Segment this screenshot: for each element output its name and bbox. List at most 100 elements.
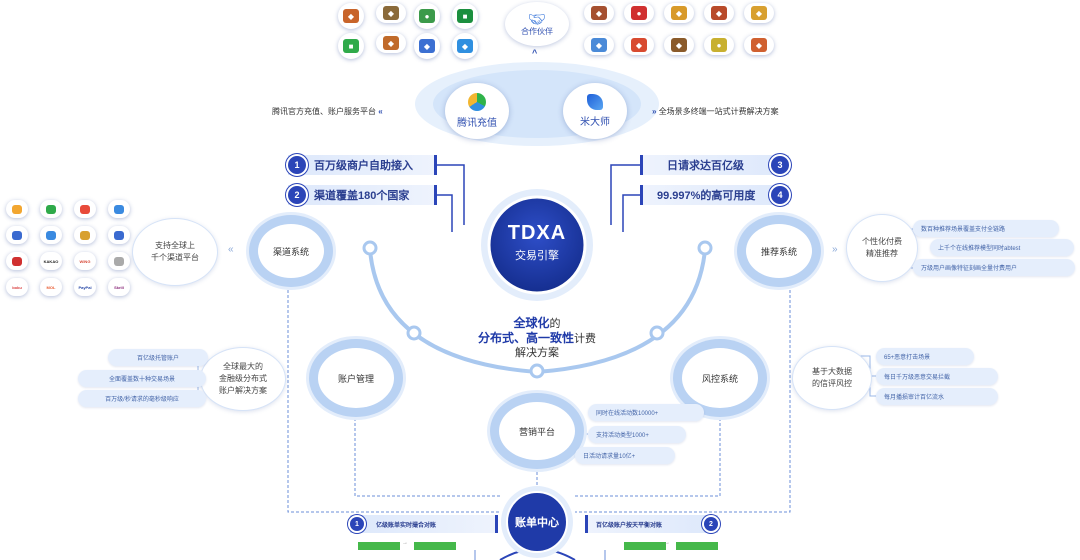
game-icon-4-glyph: ■	[457, 9, 473, 23]
channel-system-desc: 支持全球上 千个渠道平台	[132, 218, 218, 286]
billing-number: 1	[350, 517, 364, 531]
wing-icon: WING	[74, 252, 96, 270]
game-icon-8: ◆	[664, 3, 694, 23]
game-icon-15-glyph: ◆	[751, 38, 767, 52]
wing-icon-glyph: WING	[79, 258, 91, 264]
arrow-right-icon: →	[402, 540, 408, 546]
game-icon-11-glyph: ◆	[591, 38, 607, 52]
boku-icon-glyph: boku	[12, 284, 22, 290]
account-pill-3: 百万级/秒请求的毫秒级响应	[78, 390, 206, 407]
midas-icon	[587, 94, 603, 110]
feature-number: 4	[771, 186, 789, 204]
feature-4: 99.997%的高可用度 4	[640, 185, 789, 205]
chevron-left-icon: «	[228, 244, 234, 255]
cloud-icon: ◆	[452, 33, 478, 59]
tenpay-icon	[108, 200, 130, 218]
tencent-recharge-circle[interactable]: 腾讯充值	[445, 83, 509, 139]
wallet-icon	[40, 226, 62, 244]
mol-icon-glyph: MOL	[46, 284, 56, 290]
boku-icon: boku	[6, 278, 28, 296]
game-icon-7: ●	[624, 3, 654, 23]
feature-3: 日请求达百亿级 3	[640, 155, 789, 175]
card-icon	[108, 226, 130, 244]
wechat-pay-icon-glyph	[46, 204, 56, 214]
game-icon-12-glyph: ◆	[631, 38, 647, 52]
game-icon-14-glyph: ●	[711, 38, 727, 52]
game-icon-8-glyph: ◆	[671, 6, 687, 20]
game-icon-1-glyph: ◆	[343, 9, 359, 23]
account-management-desc: 全球最大的 金融级分布式 账户解决方案	[200, 347, 286, 411]
telecom-icon-glyph	[12, 256, 22, 266]
billing-left-bar: 1 亿级账单实时撮合对账	[350, 515, 498, 533]
recommend-pill-1: 数百种推荐场景覆盖支付全链路	[913, 220, 1059, 237]
midas-circle[interactable]: 米大师	[563, 83, 627, 139]
billing-step-left-1	[358, 542, 400, 550]
wechat-pay-icon	[40, 200, 62, 218]
arrow-right-icon: →	[664, 540, 670, 546]
billing-step-left-2	[414, 542, 456, 550]
qq-icon-glyph	[80, 204, 90, 214]
kakao-icon-glyph: KAKAO	[43, 258, 59, 264]
wechat-icon-glyph: ■	[343, 39, 359, 53]
marketing-pill-1: 同时在线活动数10000+	[588, 404, 704, 421]
wechat-icon: ■	[338, 33, 364, 59]
bank-icon	[74, 226, 96, 244]
risk-pill-2: 每日千万级恶意交易拦截	[876, 368, 998, 385]
game-icon-5-glyph: ◆	[383, 36, 399, 50]
channel-system-node[interactable]: 渠道系统	[258, 224, 324, 278]
tenpay-icon-glyph	[114, 204, 124, 214]
chevron-right-icon: »	[652, 107, 657, 116]
alipay-icon-glyph	[12, 204, 22, 214]
unionpay-icon-glyph	[12, 230, 22, 240]
billing-center-label[interactable]: 账单中心	[515, 517, 559, 529]
kakao-icon: KAKAO	[40, 252, 62, 270]
game-icon-6-glyph: ◆	[591, 6, 607, 20]
handshake-icon: 🤝︎	[528, 10, 546, 27]
unionpay-icon	[6, 226, 28, 244]
game-icon-2-glyph: ◆	[383, 6, 399, 20]
marketing-pill-2: 支持活动类型1000+	[588, 426, 686, 443]
account-management-node[interactable]: 账户管理	[318, 348, 394, 408]
dot-icon	[108, 252, 130, 270]
brand-left-caption: 腾讯官方充值、账户服务平台 «	[272, 107, 383, 116]
game-icon-9: ◆	[704, 3, 734, 23]
alipay-icon	[6, 200, 28, 218]
chevron-left-icon: «	[378, 107, 383, 116]
marketing-platform-node[interactable]: 营销平台	[499, 402, 575, 460]
game-icon-5: ◆	[376, 33, 406, 53]
risk-control-desc: 基于大数据 的信评风控	[792, 346, 872, 410]
feature-number: 1	[288, 156, 306, 174]
game-icon-6: ◆	[584, 3, 614, 23]
midas-name: 米大师	[580, 117, 610, 128]
billing-step-right-1	[624, 542, 666, 550]
brand-right-caption: » 全场景多终端一站式计费解决方案	[652, 107, 779, 116]
risk-control-node[interactable]: 风控系统	[682, 348, 758, 408]
game-icon-10-glyph: ◆	[751, 6, 767, 20]
wallet-icon-glyph	[46, 230, 56, 240]
paypal-icon-glyph: PayPal	[78, 284, 92, 290]
recommend-system-node[interactable]: 推荐系统	[746, 224, 812, 278]
guangsutong-icon-glyph: ◆	[419, 39, 435, 53]
game-icon-12: ◆	[624, 35, 654, 55]
risk-pill-1: 65+恶意打击场景	[876, 348, 974, 365]
core-subtitle: 交易引擎	[515, 250, 559, 262]
chevron-up-icon: ^	[532, 48, 538, 58]
game-icon-2: ◆	[376, 3, 406, 23]
feature-number: 2	[288, 186, 306, 204]
chevron-right-icon: »	[832, 244, 838, 255]
game-icon-9-glyph: ◆	[711, 6, 727, 20]
bank-icon-glyph	[80, 230, 90, 240]
dot-icon-glyph	[114, 256, 124, 266]
risk-pill-3: 每月播损审计百亿流水	[876, 388, 998, 405]
game-icon-15: ◆	[744, 35, 774, 55]
game-icon-11: ◆	[584, 35, 614, 55]
tagline: 全球化的 分布式、高一致性计费 解决方案	[477, 316, 596, 359]
partner-center: 🤝︎ 合作伙伴	[505, 2, 569, 46]
tencent-recharge-name: 腾讯充值	[457, 118, 497, 129]
game-icon-10: ◆	[744, 3, 774, 23]
skrill-icon-glyph: Skrill	[114, 284, 124, 290]
tdxa-core[interactable]: TDXA 交易引擎	[489, 222, 585, 263]
account-pill-1: 百亿级托管账户	[108, 349, 208, 366]
game-icon-1: ◆	[338, 3, 364, 29]
game-icon-4: ■	[452, 3, 478, 29]
